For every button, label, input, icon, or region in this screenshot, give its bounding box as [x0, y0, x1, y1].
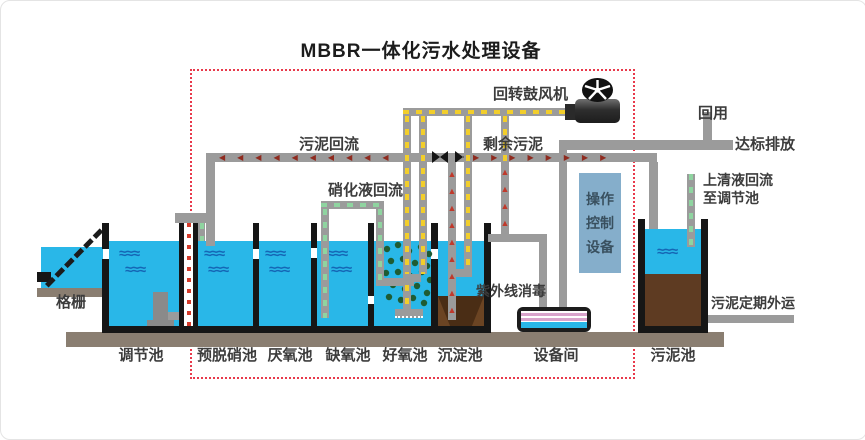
- tank-label-sedimentation: 沉淀池: [437, 347, 483, 364]
- screen-foot: [37, 272, 51, 282]
- submersible-pump-icon: [153, 292, 168, 322]
- effluent-drop-pipe: [539, 242, 547, 308]
- wave-icon: ≈≈≈: [327, 245, 348, 261]
- wall: [431, 223, 438, 249]
- nitrified-recirc-label: 硝化液回流: [328, 182, 404, 199]
- supernatant-return-label: 上清液回流: [703, 172, 773, 188]
- valve-icon: [432, 151, 448, 163]
- sludge-haul-label: 污泥定期外运: [711, 295, 795, 311]
- pump-arm: [167, 312, 187, 320]
- reuse-label: 回用: [698, 105, 729, 122]
- wall: [253, 223, 259, 249]
- tank-label-sludge: 污泥池: [650, 347, 696, 364]
- tank-label-predenitrification: 预脱硝池: [196, 347, 258, 364]
- wall: [179, 223, 184, 333]
- anaerobic-tank-water: [259, 241, 311, 328]
- supernatant-return-label2: 至调节池: [703, 190, 759, 206]
- riser-junction-cap: [175, 213, 207, 223]
- nitrified-recirc-elbow: [384, 278, 414, 286]
- wall: [193, 223, 198, 333]
- wall: [638, 219, 645, 333]
- effluent-pipe: [488, 234, 547, 242]
- supernatant-return-pipe: [687, 174, 695, 247]
- stored-sludge: [645, 274, 701, 326]
- air-elbow: [405, 274, 421, 282]
- wave-icon: ≈≈≈: [269, 261, 290, 277]
- tank-floor: [102, 326, 491, 333]
- wave-icon: ≈≈≈: [204, 245, 225, 261]
- predenitrification-tank-water: [198, 241, 253, 328]
- nitrified-recirc-pipe: [376, 209, 384, 286]
- wall: [102, 223, 109, 249]
- tank-label-equipment-room: 设备间: [533, 347, 579, 364]
- uv-lamps: [521, 311, 587, 328]
- sludge-return-label: 污泥回流: [299, 136, 360, 153]
- wave-icon: ≈≈≈: [331, 261, 352, 277]
- tank-label-anaerobic: 厌氧池: [267, 347, 313, 364]
- sludge-header-pipe: [206, 153, 657, 162]
- air-manifold-pipe: [403, 108, 569, 116]
- uv-label: 紫外线消毒: [476, 283, 546, 299]
- tank-floor: [638, 326, 708, 333]
- diagram-title: MBBR一体化污水处理设备: [300, 41, 542, 62]
- rotary-blower-icon: [575, 99, 620, 123]
- ground-base: [66, 332, 724, 347]
- flow-left-arrows: ◀◀◀◀◀◀◀◀◀◀: [219, 153, 401, 162]
- bar-screen-label: 格栅: [56, 294, 87, 311]
- uv-disinfection-unit-icon: [517, 307, 591, 332]
- tank-label-regulation: 调节池: [118, 347, 164, 364]
- wall: [253, 259, 259, 333]
- tank-label-anoxic: 缺氧池: [325, 347, 371, 364]
- wave-icon: ≈≈≈: [208, 261, 229, 277]
- wave-icon: ≈≈≈: [265, 245, 286, 261]
- sludge-return-drop-pipe: [206, 162, 215, 246]
- sludge-riser-pipe: [448, 162, 456, 320]
- blower-label: 回转鼓风机: [493, 86, 569, 103]
- wall: [368, 223, 374, 296]
- nitrified-recirc-pipe: [321, 209, 329, 318]
- air-drop-pipe: [419, 116, 427, 274]
- air-drop-pipe: [501, 116, 509, 162]
- inlet-channel-floor: [37, 288, 109, 297]
- air-elbow: [456, 269, 472, 277]
- flow-up-arrows: ▲▲▲▲▲▲▲▲▲: [447, 169, 457, 315]
- control-cabinet-label: 设备: [586, 239, 614, 255]
- wall: [311, 223, 317, 248]
- wall: [102, 259, 109, 333]
- wave-icon: ≈≈≈: [119, 245, 140, 261]
- excess-sludge-label: 剩余污泥: [483, 136, 544, 153]
- sludge-haul-pipe: [708, 315, 794, 323]
- wave-icon: ≈≈≈: [125, 261, 146, 277]
- wall: [701, 219, 708, 333]
- wall: [484, 223, 491, 333]
- pump-base: [147, 320, 174, 329]
- discharge-label: 达标排放: [735, 136, 796, 153]
- wave-icon: ≈≈≈: [657, 243, 678, 259]
- pump-riser-pipe: [184, 223, 193, 326]
- sludge-branch-pipe: [501, 162, 509, 238]
- control-cabinet-label: 控制: [586, 215, 614, 231]
- tank-label-aerobic: 好氧池: [382, 347, 428, 364]
- wall: [368, 304, 374, 333]
- excess-sludge-drop-pipe: [649, 162, 658, 248]
- blower-fan-icon: [582, 78, 613, 102]
- discharge-pipe: [559, 140, 733, 150]
- flow-up-arrows: ▲▲▲▲: [500, 167, 510, 228]
- reuse-stub-pipe: [703, 112, 712, 140]
- air-drop-pipe: [464, 116, 472, 271]
- air-diffuser-icon: [395, 309, 423, 318]
- blower-coupler: [565, 104, 576, 120]
- inlet-water: [41, 247, 103, 288]
- wall: [311, 258, 317, 333]
- flow-right-arrows: ▶▶▶▶▶▶▶▶: [473, 153, 619, 162]
- wall: [431, 259, 438, 333]
- uv-discharge-riser-pipe: [559, 146, 567, 308]
- control-cabinet: 操作 控制 设备: [579, 173, 621, 273]
- air-drop-pipe: [403, 116, 411, 311]
- control-cabinet-label: 操作: [586, 191, 614, 207]
- nitrified-recirc-pipe: [321, 201, 384, 209]
